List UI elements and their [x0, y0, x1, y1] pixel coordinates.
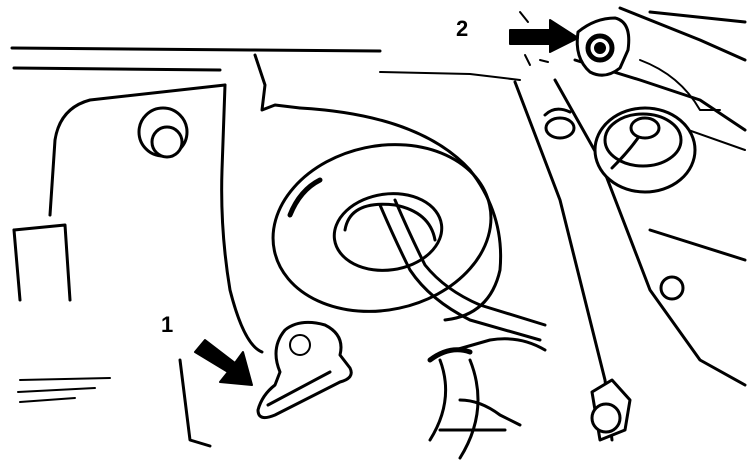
right-inner-panel: [513, 6, 747, 442]
upper-body-edge: [10, 46, 521, 81]
left-body-panel: [12, 83, 264, 448]
arrow-1-icon: [194, 339, 253, 386]
callout-label-2: 2: [456, 16, 469, 41]
hose: [427, 337, 547, 460]
cable: [378, 198, 547, 342]
lower-right-bolt: [590, 378, 632, 442]
callout-label-1: 1: [161, 312, 174, 337]
panel-bolt: [137, 106, 189, 159]
arrow-2-icon: [509, 11, 579, 66]
filler-cap: [593, 106, 697, 194]
grommet-boss: [271, 143, 493, 313]
bracket-2: [575, 16, 631, 77]
clip-1: [256, 320, 353, 420]
